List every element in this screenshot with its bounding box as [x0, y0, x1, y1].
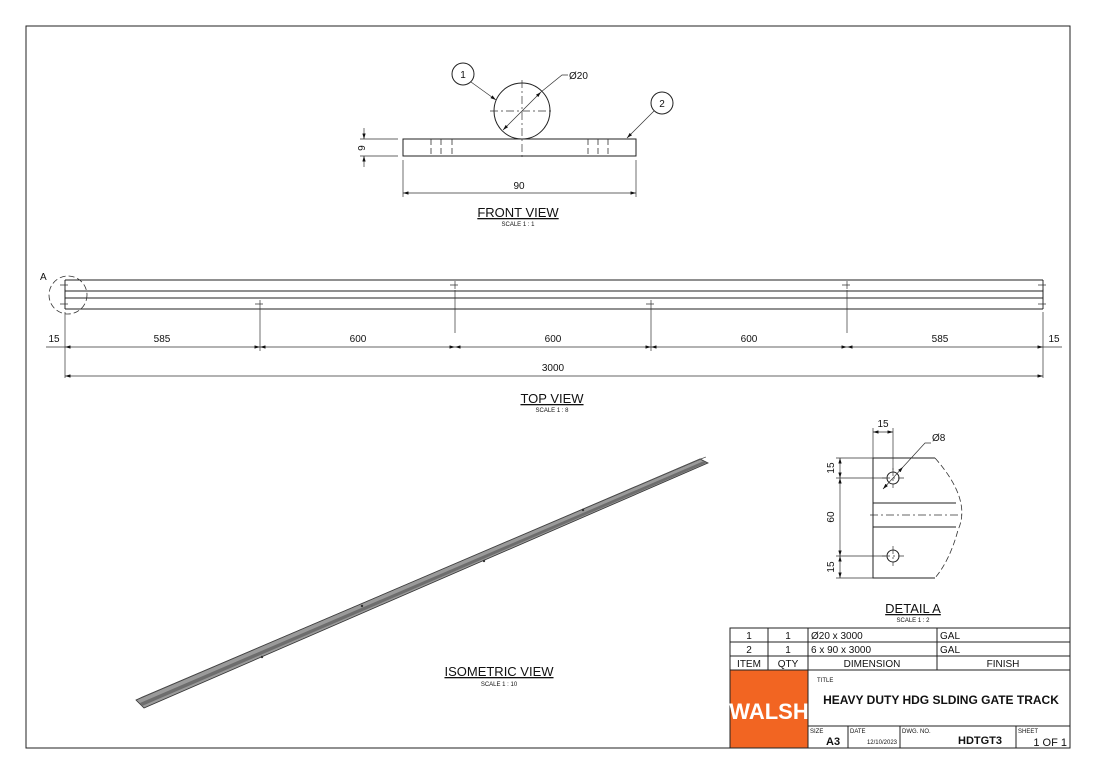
detail-a-view: 15 Ø8 15 60 15 DETAIL A SCALE 1 : 2	[826, 419, 963, 624]
svg-text:600: 600	[741, 334, 758, 345]
svg-text:DATE: DATE	[850, 729, 866, 735]
balloon-1	[451, 62, 475, 86]
svg-text:15: 15	[1048, 334, 1060, 345]
svg-text:FINISH: FINISH	[987, 659, 1020, 670]
svg-text:585: 585	[932, 334, 949, 345]
title-block: 1 1 Ø20 x 3000 GAL 2 1 6 x 90 x 3000 GAL…	[729, 627, 1071, 749]
detail-a-callout	[48, 275, 88, 315]
svg-text:600: 600	[350, 334, 367, 345]
view-title: FRONT VIEW	[477, 205, 559, 220]
diameter-dim: Ø20	[569, 71, 588, 82]
bom-row-1: 1 1 Ø20 x 3000 GAL	[746, 631, 960, 642]
svg-text:A: A	[40, 272, 47, 283]
bom-row-2: 2 1 6 x 90 x 3000 GAL	[746, 645, 960, 656]
svg-text:90: 90	[513, 181, 525, 192]
front-view: Ø20 1 2 6 90 FRONT VIEW SCALE 1 : 1	[355, 62, 674, 228]
svg-text:SHEET: SHEET	[1018, 729, 1038, 735]
view-title: DETAIL A	[885, 601, 941, 616]
svg-text:SIZE: SIZE	[810, 729, 823, 735]
svg-text:15: 15	[826, 462, 837, 474]
svg-text:15: 15	[877, 419, 889, 430]
svg-text:15: 15	[826, 561, 837, 573]
svg-text:12/10/2023: 12/10/2023	[867, 740, 898, 746]
view-title: ISOMETRIC VIEW	[444, 664, 554, 679]
svg-text:1: 1	[785, 645, 791, 656]
bom-header: ITEM QTY DIMENSION FINISH	[737, 659, 1019, 670]
svg-text:Ø20 x 3000: Ø20 x 3000	[811, 631, 863, 642]
isometric-view: ISOMETRIC VIEW SCALE 1 : 10	[135, 456, 709, 709]
svg-text:ITEM: ITEM	[737, 659, 761, 670]
svg-text:6 x 90 x 3000: 6 x 90 x 3000	[811, 645, 871, 656]
drawing-title: HEAVY DUTY HDG SLDING GATE TRACK	[823, 693, 1059, 707]
svg-text:1 OF 1: 1 OF 1	[1033, 737, 1067, 749]
svg-text:3000: 3000	[542, 363, 565, 374]
logo-text: WALSH	[729, 699, 808, 724]
svg-text:DWG. NO.: DWG. NO.	[902, 729, 931, 735]
sheet-border	[25, 25, 1071, 749]
svg-text:A3: A3	[826, 736, 840, 748]
balloon-2	[650, 91, 674, 115]
svg-text:15: 15	[48, 334, 60, 345]
svg-text:SCALE 1 : 8: SCALE 1 : 8	[535, 408, 569, 414]
svg-text:585: 585	[154, 334, 171, 345]
svg-text:QTY: QTY	[778, 659, 799, 670]
top-view: A 15 585 600 600 600 585 15 3000 TOP VIE…	[40, 272, 1062, 414]
svg-text:60: 60	[826, 511, 837, 523]
svg-text:GAL: GAL	[940, 631, 960, 642]
svg-text:600: 600	[545, 334, 562, 345]
svg-text:1: 1	[460, 70, 466, 81]
svg-text:SCALE 1 : 10: SCALE 1 : 10	[481, 682, 518, 688]
svg-text:DIMENSION: DIMENSION	[844, 659, 901, 670]
svg-text:SCALE 1 : 2: SCALE 1 : 2	[896, 618, 930, 624]
svg-text:Ø8: Ø8	[932, 433, 946, 444]
svg-text:SCALE 1 : 1: SCALE 1 : 1	[501, 222, 535, 228]
walsh-logo	[730, 670, 808, 748]
svg-text:1: 1	[746, 631, 752, 642]
svg-text:2: 2	[659, 99, 665, 110]
svg-text:2: 2	[746, 645, 752, 656]
svg-text:1: 1	[785, 631, 791, 642]
svg-text:GAL: GAL	[940, 645, 960, 656]
svg-text:6: 6	[355, 145, 366, 151]
flat-bar-section	[402, 138, 637, 157]
svg-text:HDTGT3: HDTGT3	[958, 735, 1002, 747]
svg-text:TITLE: TITLE	[817, 678, 833, 684]
view-title: TOP VIEW	[520, 391, 584, 406]
